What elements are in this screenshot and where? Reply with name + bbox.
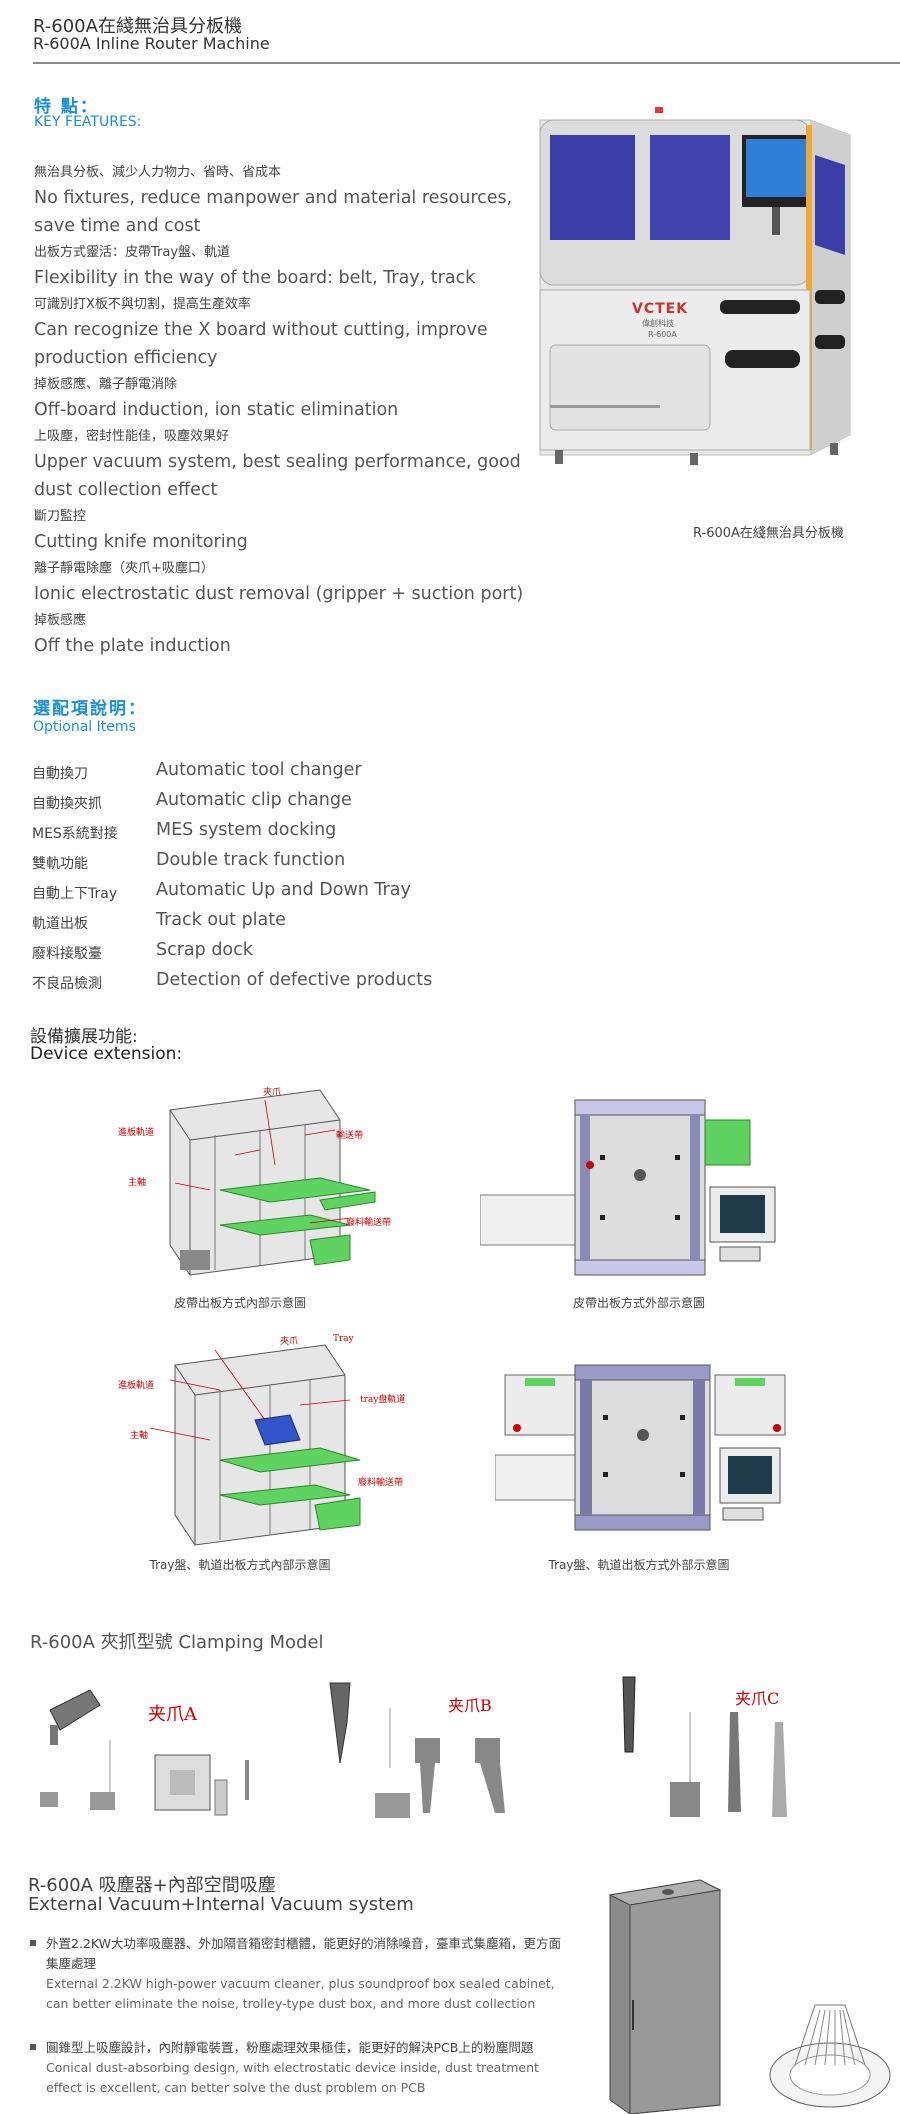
- fig1-caption: 皮帶出板方式內部示意圖: [173, 1296, 306, 1310]
- page-title-en: R-600A Inline Router Machine: [33, 34, 270, 53]
- fig1-label-conveyor: 輸送帶: [336, 1131, 364, 1141]
- extension-heading-zh: 設備擴展功能:: [30, 1027, 138, 1047]
- vacuum-title-zh: R-600A 吸塵器+內部空間吸塵: [28, 1875, 276, 1896]
- belt-external-diagram: [480, 1099, 776, 1276]
- belt-internal-diagram: [169, 1089, 376, 1276]
- tray-external-diagram: [495, 1364, 786, 1531]
- fig3-label-tray: Tray: [333, 1334, 354, 1344]
- fig3-label-spindle: 主軸: [130, 1431, 149, 1441]
- vacuum-illustration: [608, 1879, 891, 2114]
- fig1-label-waste-belt: 廢料輸送帶: [346, 1218, 392, 1228]
- vacuum-bullet: 外置2.2KW大功率吸塵器、外加隔音箱密封櫃體，能更好的消除噪音，臺車式集塵箱，…: [30, 1934, 570, 2014]
- machine-caption: R-600A在綫無治具分板機: [693, 526, 844, 541]
- clamp-b-label: 夹爪B: [448, 1696, 492, 1715]
- fig1-label-gripper: 夾爪: [263, 1088, 282, 1098]
- optional-heading-zh: 選配項說明：: [33, 699, 147, 719]
- fig1-label-infeed: 進板軌道: [118, 1128, 155, 1138]
- machine-illustration: [539, 107, 851, 465]
- machine-model-label: R-600A: [648, 330, 677, 339]
- machine-brand-logo: VCTEK: [632, 301, 689, 317]
- optional-heading-en: Optional Items: [33, 719, 136, 735]
- machine-brand-zh: 偉創科技: [642, 319, 674, 328]
- features-heading-zh: 特 點：: [34, 97, 99, 117]
- fig1-label-spindle: 主軸: [128, 1178, 147, 1188]
- page-title-zh: R-600A在綫無治具分板機: [33, 16, 242, 37]
- fig3-label-infeed: 進板軌道: [118, 1381, 155, 1391]
- bullet-square-icon: [30, 1940, 36, 1946]
- clamp-a-diagram: [40, 1689, 249, 1816]
- clamp-a-label: 夹爪A: [148, 1704, 197, 1725]
- vacuum-title-en: External Vacuum+Internal Vacuum system: [28, 1894, 414, 1915]
- feature-item: 離子靜電除塵（夾爪+吸塵口）Ionic electrostatic dust r…: [34, 561, 524, 604]
- title-divider: [33, 62, 900, 64]
- vacuum-bullet: 圓錐型上吸塵設計，內附靜電裝置，粉塵處理效果極佳，能更好的解決PCB上的粉塵問題…: [30, 2038, 570, 2098]
- fig3-label-gripper: 夾爪: [280, 1337, 299, 1347]
- fig4-caption: Tray盤、軌道出板方式外部示意圖: [548, 1558, 730, 1572]
- bullet-square-icon: [30, 2044, 36, 2050]
- features-heading-en: KEY FEATURES:: [34, 114, 142, 130]
- clamping-title: R-600A 夾抓型號 Clamping Model: [30, 1632, 324, 1653]
- fig3-label-tray-track: tray盘軌道: [360, 1395, 406, 1405]
- clamp-c-diagram: [622, 1676, 787, 1817]
- fig3-caption: Tray盤、軌道出板方式內部示意圖: [149, 1558, 331, 1572]
- clamp-c-label: 夹爪C: [735, 1689, 780, 1708]
- extension-heading-en: Device extension:: [30, 1044, 183, 1064]
- fig2-caption: 皮帶出板方式外部示意圖: [572, 1296, 705, 1310]
- clamp-b-diagram: [329, 1682, 505, 1818]
- tray-internal-diagram: [149, 1344, 361, 1546]
- fig3-label-waste-belt: 廢料輸送帶: [358, 1478, 404, 1488]
